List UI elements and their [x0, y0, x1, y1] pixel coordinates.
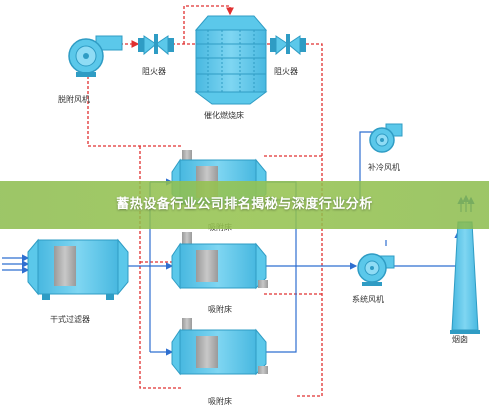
system-fan: [357, 253, 395, 286]
chimney-label: 烟囱: [452, 334, 468, 344]
flame-arrester-right-label: 阻火器: [274, 67, 298, 76]
dry-filter: [27, 238, 129, 300]
adsorption-bed-mid: [171, 232, 268, 290]
desorption-fan-label: 脱附风机: [58, 94, 90, 104]
chimney: [450, 221, 480, 334]
adsorption-bed-bottom: [171, 318, 268, 376]
dry-filter-label: 干式过滤器: [50, 314, 90, 324]
catalytic-combustion-bed: [194, 15, 268, 105]
adsorption-bed-mid-label: 吸附床: [208, 304, 232, 314]
makeup-fan-label: 补冷风机: [368, 162, 400, 172]
flame-arrester-left: [138, 34, 174, 56]
makeup-cooling-fan: [369, 123, 403, 153]
catalytic-bed-label: 催化燃烧床: [204, 110, 244, 120]
adsorption-bed-bottom-label: 吸附床: [208, 396, 232, 406]
banner-title: 蓄热设备行业公司排名揭秘与深度行业分析: [116, 197, 373, 212]
title-banner: 蓄热设备行业公司排名揭秘与深度行业分析: [0, 181, 489, 229]
system-fan-label: 系统风机: [352, 294, 384, 304]
desorption-fan: [68, 35, 123, 77]
flame-arrester-left-label: 阻火器: [142, 67, 166, 76]
flame-arrester-right: [270, 34, 306, 56]
